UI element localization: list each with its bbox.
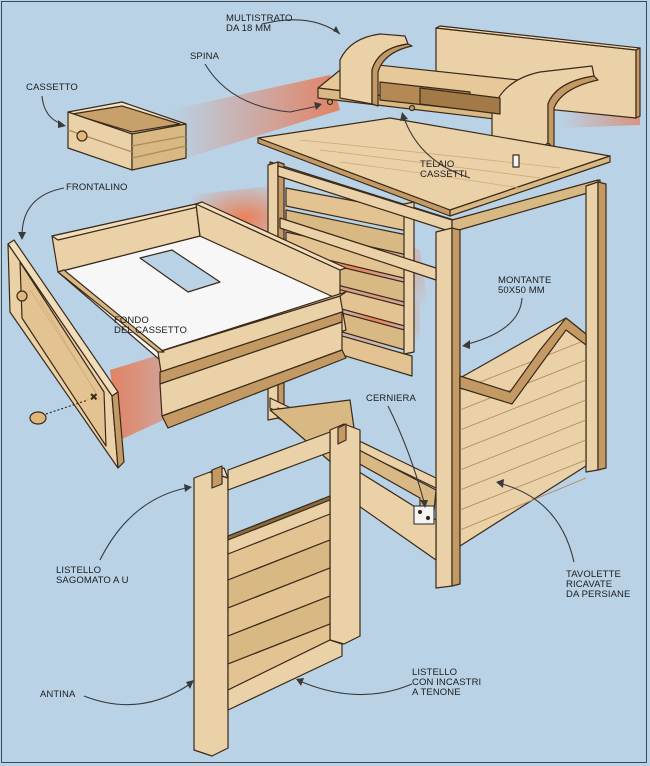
arrow-montante [467,297,523,345]
door-antina [193,423,361,757]
label-spina: SPINA [190,51,220,62]
label-fondo-cassetto: FONDO DEL CASSETTO [114,315,187,336]
label-montante: MONTANTE 50X50 MM [498,275,552,296]
back-louvers [285,187,413,377]
arrow-listello-tenone [301,681,413,696]
arrow-tavolette [501,483,575,563]
label-cerniera: CERNIERA [366,393,416,404]
small-drawer-cassetto [67,101,187,171]
arrow-cassetto [41,95,63,125]
arrow-listello-u [99,487,187,561]
label-multistrato: MULTISTRATO DA 18 MM [226,13,293,34]
label-listello-sagomato: LISTELLO SAGOMATO A U [56,565,129,586]
label-telaio-cassetti: TELAIO CASSETTI [420,159,468,180]
leader-arrows [18,19,575,706]
label-frontalino: FRONTALINO [66,182,128,193]
label-tavolette: TAVOLETTE RICAVATE DA PERSIANE [566,569,631,600]
svg-text:✕: ✕ [90,392,98,402]
label-cassetto: CASSETTO [26,82,78,93]
big-drawer-box [51,201,347,429]
hinge [413,505,435,525]
label-antina: ANTINA [40,689,76,700]
drawer-front-frontalino: ✕ [7,239,125,469]
arrow-cerniera [387,405,425,503]
arrow-antina [83,683,191,706]
top-shelf-multistrato [317,25,641,157]
label-listello-tenone: LISTELLO CON INCASTRI A TENONE [412,667,482,698]
arrow-frontalino [21,187,65,237]
cabinet-frame [267,161,607,589]
arrow-spina [204,63,319,113]
arrow-telaio [403,117,471,179]
